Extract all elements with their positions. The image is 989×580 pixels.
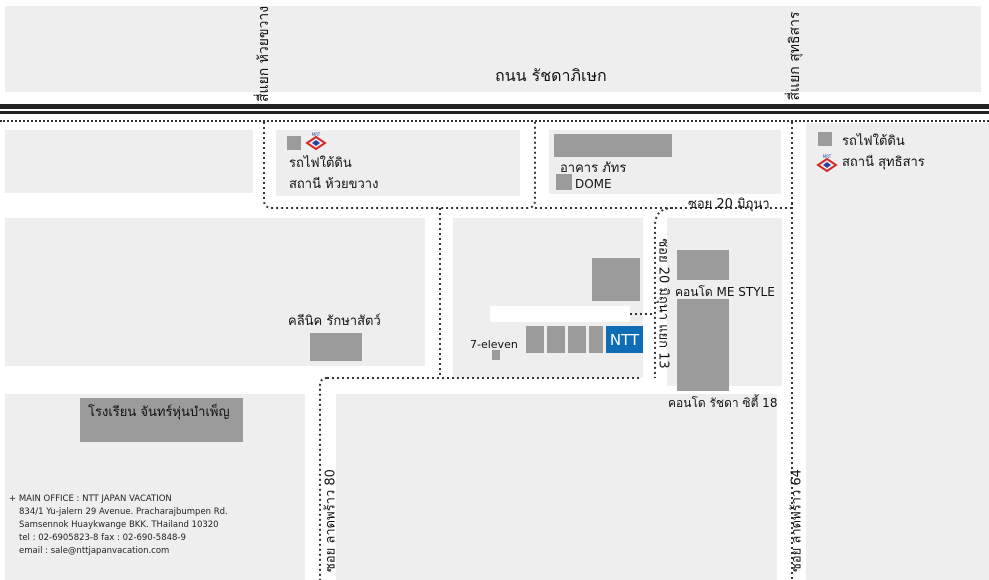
mrt-huaikhwang-line2: สถานี ห้วยขวาง [289, 177, 379, 192]
block-top-strip [5, 6, 981, 92]
block-right-column [806, 123, 989, 580]
intersection-right-label: สี่แยก สุทธิสาร [787, 11, 803, 101]
building-mrt-sutthisan [818, 132, 832, 146]
building-center-block [592, 258, 640, 301]
office-info: + MAIN OFFICE : NTT JAPAN VACATION 834/1… [9, 493, 228, 558]
office-line-3: Samsennok Huaykwange BKK. THailand 10320 [19, 520, 219, 530]
pakorn-label: อาคาร ภัทร [560, 161, 627, 176]
intersection-left-label: สี่แยก ห้วยขวาง [256, 5, 272, 102]
office-line-4: tel : 02-6905823-8 fax : 02-690-5848-9 [19, 533, 186, 543]
svg-text:MRT: MRT [312, 132, 321, 137]
main-road-label: ถนน รัชดาภิเษก [495, 66, 607, 85]
block-lower-center [336, 394, 777, 580]
ratchada-city-label: คอนโด รัชดา ซิตี้ 18 [668, 396, 778, 410]
block-upper-left [5, 130, 253, 193]
mrt-logo-icon: MRT [816, 154, 838, 173]
building-shop-3 [568, 326, 586, 353]
soi-lat-80-label: ซอย ลาดพร้าว 80 [323, 469, 339, 572]
soi-20-label: ซอย 20 มิถุนา [688, 197, 770, 212]
building-school [80, 398, 243, 442]
soi-lat-64-label: ซอย ลาดพร้าว 64 [789, 469, 805, 572]
ntt-office-marker: NTT [606, 326, 643, 353]
building-shop-2 [547, 326, 565, 353]
me-style-label: คอนโด ME STYLE [675, 285, 775, 299]
building-pakorn [554, 134, 672, 157]
main-road-dotted-edge [0, 120, 989, 122]
building-ratchada-city [677, 299, 729, 391]
vet-clinic-label: คลีนิค รักษาสัตว์ [288, 314, 381, 329]
mrt-sutthisan-line1: รถไฟใต้ดิน [842, 134, 905, 149]
school-label: โรงเรียน จันทร์หุ่นบำเพ็ญ [88, 405, 230, 420]
dome-label: DOME [575, 177, 612, 191]
main-road-line-bottom [0, 111, 989, 114]
ntt-label: NTT [609, 330, 640, 349]
soi-20-13-label: ซอย 20 มิถุนา แยก 13 [655, 238, 671, 369]
building-vet-clinic [310, 333, 362, 361]
office-line-2: 834/1 Yu-jalern 29 Avenue. Pracharajbump… [19, 507, 228, 517]
building-shop-4 [589, 326, 603, 353]
office-line-1: + MAIN OFFICE : NTT JAPAN VACATION [9, 494, 172, 504]
mrt-logo-icon: MRT [305, 132, 327, 151]
main-road-line-top [0, 104, 989, 109]
mrt-huaikhwang-line1: รถไฟใต้ดิน [289, 156, 352, 171]
building-shop-1 [526, 326, 544, 353]
building-dome [556, 174, 572, 190]
inner-lane [490, 306, 630, 322]
mrt-sutthisan-line2: สถานี สุทธิสาร [842, 155, 925, 170]
svg-text:MRT: MRT [823, 154, 832, 159]
office-line-5: email : sale@nttjapanvacation.com [19, 546, 170, 556]
building-me-style [677, 250, 729, 280]
building-mrt-huaikhwang [287, 136, 301, 150]
seven-eleven-label: 7-eleven [470, 338, 518, 351]
building-seven-eleven [492, 350, 500, 360]
